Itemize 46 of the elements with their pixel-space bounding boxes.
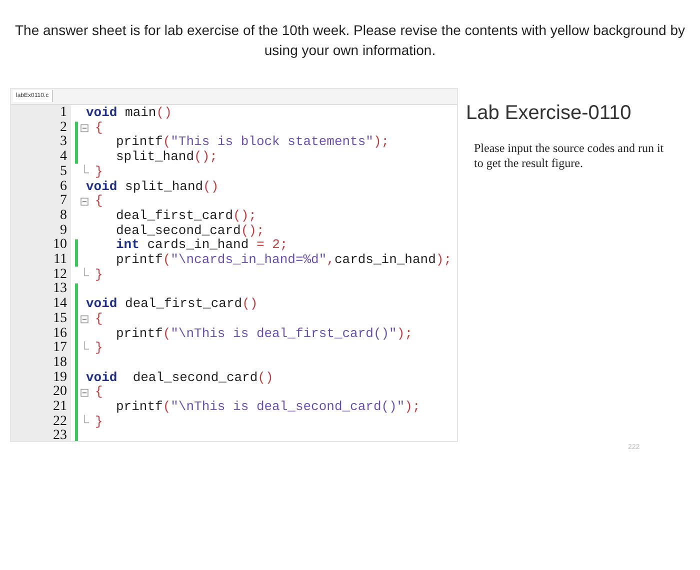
line-number: 12 [52,268,67,282]
line-number: 14 [52,297,67,312]
code-line: int cards_in_hand = 2; [116,238,288,253]
line-number: 18 [52,356,67,371]
line-number: 9 [59,224,67,238]
code-line: printf("\nThis is deal_second_card()"); [116,400,420,415]
code-line: { [95,385,103,400]
line-number: 3 [59,135,67,150]
code-line: deal_first_card(); [116,208,256,224]
code-line: { [95,312,103,326]
code-line: void main() [86,106,172,121]
line-number: 22 [52,414,67,430]
line-number: 5 [59,164,67,180]
code-line: void deal_second_card() [86,370,274,386]
line-number: 20 [52,385,67,400]
line-number: 11 [52,253,67,268]
line-number: 4 [59,150,67,165]
code-line: split_hand(); [116,150,218,165]
line-number: 8 [59,208,67,224]
line-number: 13 [52,282,67,298]
code-line: printf("\nThis is deal_first_card()"); [116,326,412,342]
code-line: printf("This is block statements"); [116,135,390,150]
code-line: void split_hand() [86,180,219,194]
code-line: } [95,414,103,430]
line-number: 16 [52,326,67,342]
line-number: 17 [52,341,67,356]
title: The answer sheet is for lab exercise of the 10th week. Please revise the contents with yellow background by using your own information. [14,21,686,60]
line-number: 6 [59,180,67,194]
code-line: { [95,120,103,136]
heading: Lab Exercise-0110 [466,102,632,125]
line-number: 23 [52,429,67,444]
code-line: deal_second_card(); [116,224,264,238]
code-line: } [95,164,103,180]
line-number: 10 [52,238,67,253]
code-line: printf("\ncards_in_hand=%d",cards_in_hand); [116,253,452,268]
line-number: 7 [59,194,67,209]
code-line: { [95,194,103,209]
line-number: 1 [59,106,67,121]
line-number: 15 [52,312,67,326]
line-number: 21 [52,400,67,415]
instruction-text: Please input the source codes and run it to get the result figure. [474,141,664,171]
code-line: } [95,268,103,282]
line-number: 2 [59,120,67,136]
code-line: } [95,341,103,356]
line-number: 19 [52,370,67,386]
code-line: void deal_first_card() [86,297,258,312]
